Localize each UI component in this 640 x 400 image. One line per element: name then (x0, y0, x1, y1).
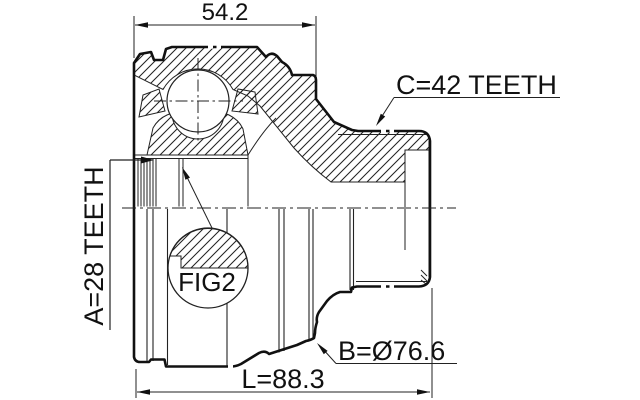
dim-bell-width (133, 16, 317, 76)
dim-arrow-left (135, 22, 148, 28)
surface-marks (208, 45, 394, 369)
dim-arrow-left (137, 389, 150, 395)
leader-arrow (182, 167, 190, 180)
leader-arrow (317, 343, 328, 355)
body-diameter-label: B=Ø76.6 (338, 336, 445, 366)
inner-spline-bore (134, 154, 249, 207)
leader-arrow (141, 156, 154, 164)
joint-outline (132, 45, 432, 368)
overall-length-label: L=88.3 (241, 364, 324, 394)
bell-width-dim-label: 54.2 (202, 0, 249, 26)
leader-arrow (376, 113, 386, 126)
detail-figure-label: FIG2 (178, 267, 236, 297)
fig2-detail-callout: FIG2 (167, 167, 249, 309)
body-diameter-callout (317, 343, 457, 364)
cage-sections (138, 88, 259, 118)
inner-race (146, 112, 277, 156)
dim-arrow-right (302, 22, 315, 28)
outer-spline-callout (376, 97, 560, 126)
dim-overall-length (135, 288, 433, 398)
ball-bearing (154, 58, 243, 142)
inner-spline-count-label: A=28 TEETH (79, 166, 109, 325)
outer-spline-count-label: C=42 TEETH (396, 70, 557, 100)
ball-centerlines (154, 58, 243, 142)
inner-spline-callout (109, 156, 154, 330)
dim-arrow-right (417, 389, 430, 395)
